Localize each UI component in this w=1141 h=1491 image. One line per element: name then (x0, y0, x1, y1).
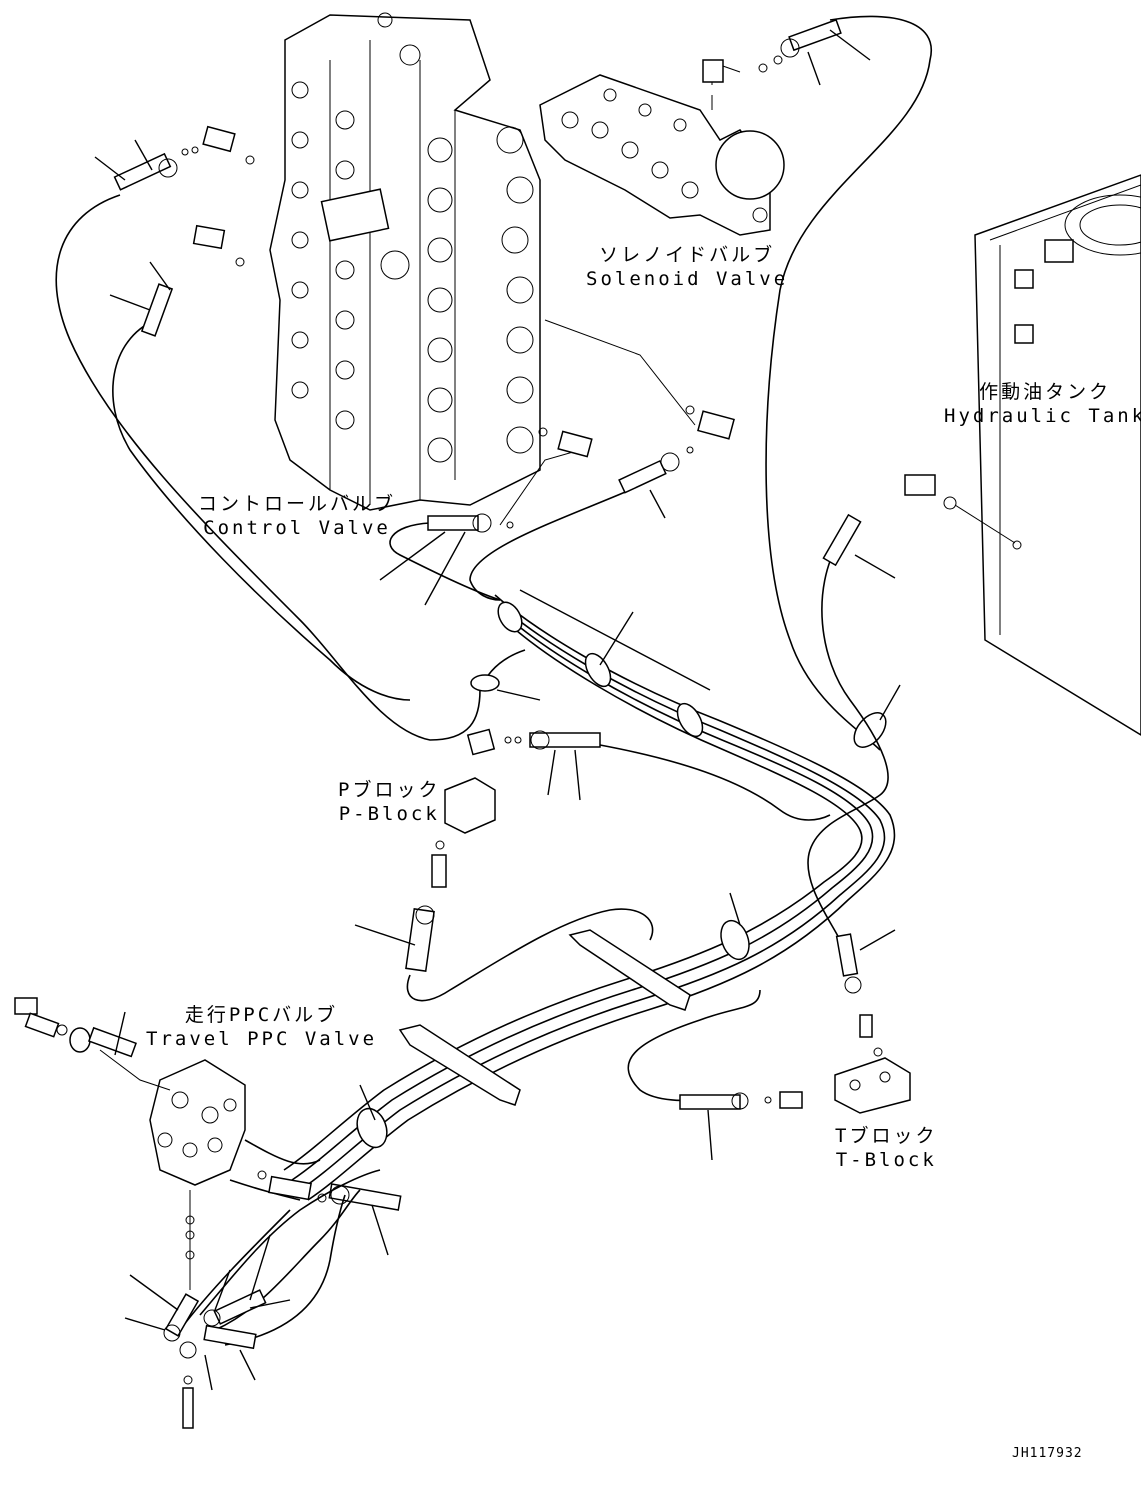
t-block-label-jp: Tブロック (835, 1125, 938, 1147)
travel-ppc-valve-label-en: Travel PPC Valve (146, 1028, 378, 1050)
t-block-label-en: T-Block (835, 1149, 937, 1171)
hydraulic-tank-drawing (904, 174, 1141, 736)
control-valve-label-en: Control Valve (203, 517, 391, 539)
hose-bundle (283, 589, 901, 1201)
p-block-label-en: P-Block (338, 803, 440, 825)
tblock-hoses (627, 513, 911, 1161)
solenoid-return-hose (765, 15, 933, 751)
solenoid-valve-label-jp: ソレノイドバルブ (599, 244, 776, 266)
solenoid-valve-label: ソレノイドバルブ Solenoid Valve (586, 243, 788, 291)
t-block-label: Tブロック T-Block (835, 1124, 937, 1172)
travel-ppc-valve-label: 走行PPCバルブ Travel PPC Valve (146, 1003, 377, 1051)
control-valve-drawing (269, 12, 541, 511)
control-valve-label-jp: コントロールバルブ (198, 493, 397, 515)
p-block-label: Pブロック P-Block (338, 778, 440, 826)
drawing-code: JH117932 (1012, 1446, 1083, 1461)
travel-ppc-valve-drawing (14, 997, 521, 1429)
pblock-hoses (354, 728, 831, 1011)
solenoid-valve-label-en: Solenoid Valve (586, 268, 789, 290)
hydraulic-tank-label: 作動油タンク Hydraulic Tank (944, 380, 1141, 428)
travel-ppc-valve-label-jp: 走行PPCバルブ (184, 1004, 339, 1026)
control-valve-label: コントロールバルブ Control Valve (198, 492, 396, 540)
control-valve-hoses (379, 319, 735, 606)
p-block-label-jp: Pブロック (338, 779, 441, 801)
left-long-hose (55, 125, 526, 741)
hydraulic-tank-label-en: Hydraulic Tank (944, 405, 1141, 427)
hydraulic-tank-label-jp: 作動油タンク (979, 381, 1112, 403)
solenoid-valve-drawing (539, 55, 785, 236)
